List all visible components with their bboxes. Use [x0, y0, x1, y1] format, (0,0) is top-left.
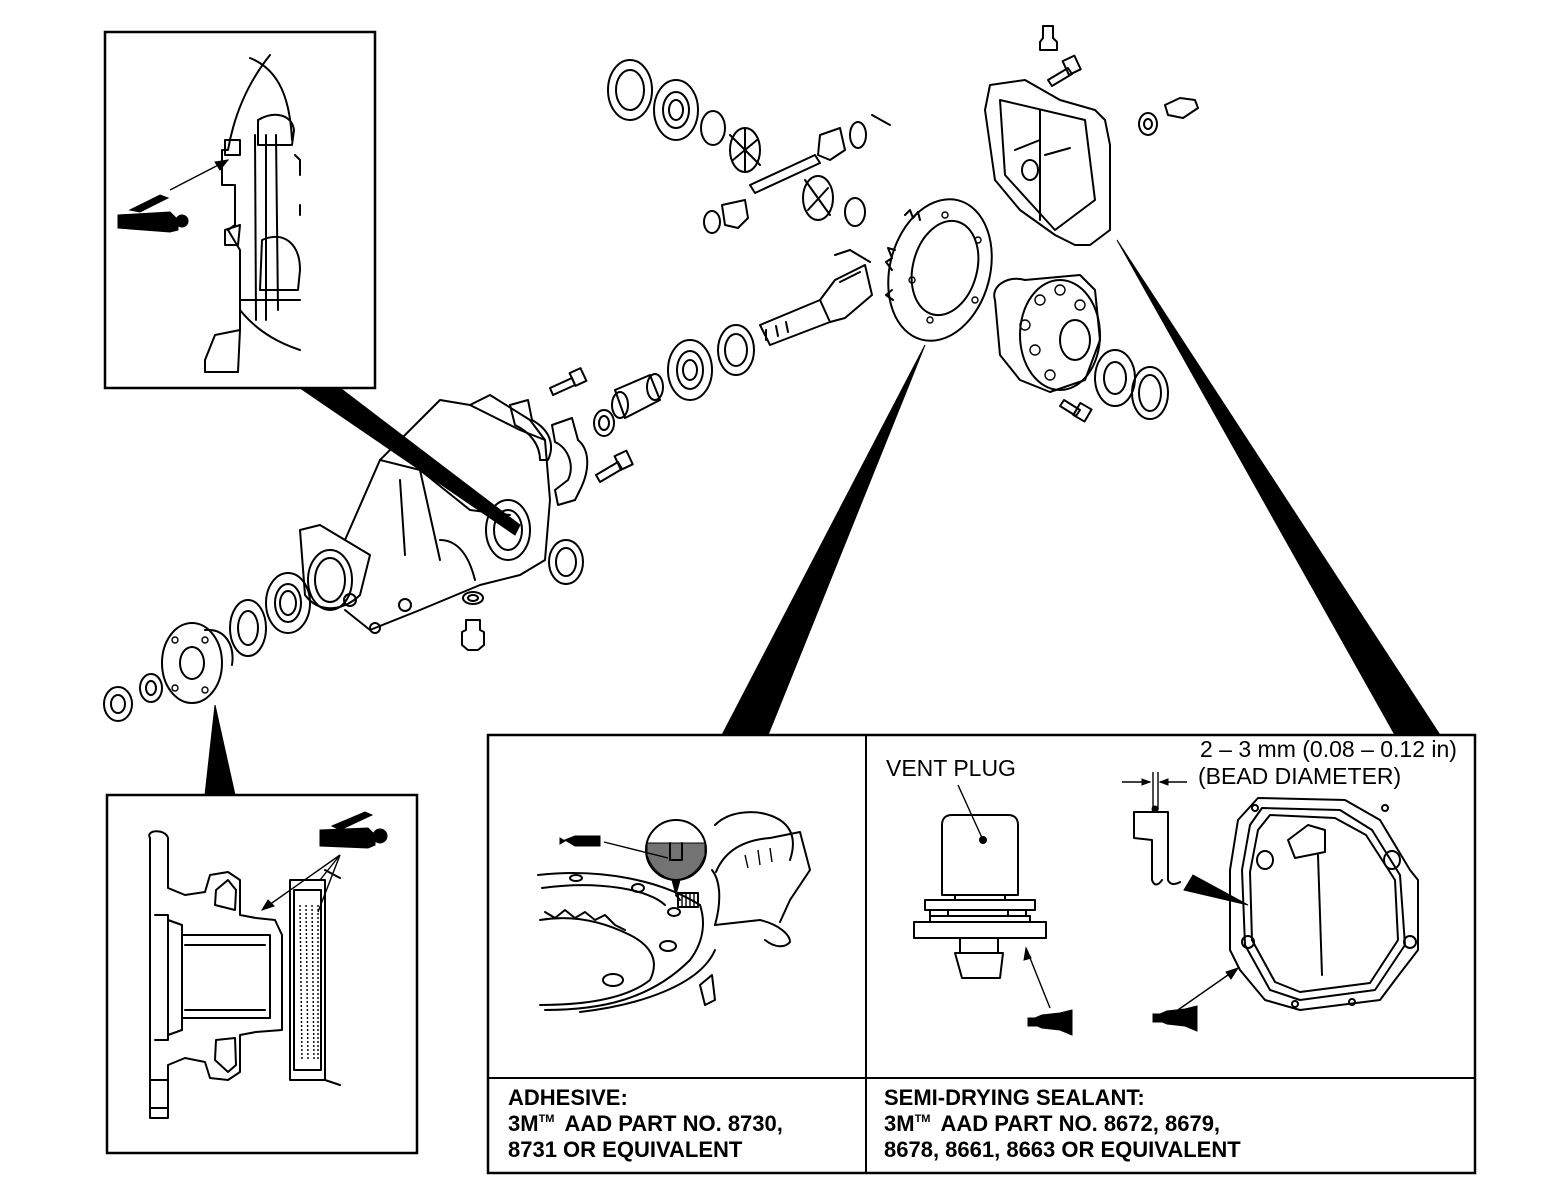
sealant-tube-icon: [1027, 1009, 1073, 1036]
differential-pinion-gear-b: [817, 127, 846, 161]
pinion-bearing-race: [717, 324, 755, 376]
bearing-cap-upper: [509, 399, 552, 461]
sealant-gun-icon: [117, 194, 189, 233]
ring-gear-bolt-adhesive-detail: [537, 811, 811, 1013]
bearing-cap-bolt-upper: [549, 367, 588, 396]
flange-washer: [139, 673, 163, 703]
inset-companion-flange: [105, 793, 419, 1155]
pinion-thrust-washer: [703, 210, 721, 234]
adhesive-line2: 8731 OR EQUIVALENT: [508, 1137, 743, 1162]
collapsible-spacer: [611, 373, 664, 419]
side-bearing-right: [1094, 349, 1136, 407]
inset-housing-seal: [103, 30, 377, 390]
companion-flange: [161, 622, 234, 704]
callout-wedge-right: [1116, 239, 1441, 736]
bearing-cap-bolt-lower: [595, 449, 634, 483]
side-gear-snap-ring: [849, 121, 867, 149]
drain-plug: [461, 591, 485, 651]
thrust-washer-right: [844, 197, 866, 227]
differential-side-gear: [729, 127, 761, 173]
side-oil-seal: [548, 539, 584, 585]
pinion-seal: [229, 599, 267, 657]
bead-diameter-label: (BEAD DIAMETER): [1198, 763, 1401, 789]
instruction-panel: VENT PLUG 2 – 3 mm (0.08 – 0.12 in) (BEA…: [486, 733, 1477, 1175]
vent-plug-detail: [913, 784, 1073, 1036]
pinion-shim: [593, 409, 615, 437]
ring-gear-bolt: [1059, 399, 1093, 423]
lock-pin: [871, 114, 891, 126]
fill-plug-washer: [1138, 112, 1158, 136]
pinion-bearing-front: [265, 572, 311, 634]
sealant-line2: 8678, 8661, 8663 OR EQUIVALENT: [884, 1137, 1241, 1162]
side-bearing-left: [653, 79, 699, 141]
sealant-bead-detail: [1122, 772, 1419, 1032]
pinion-bearing-rear: [667, 339, 713, 401]
flange-nut: [103, 686, 133, 722]
carrier-housing: [299, 394, 551, 634]
differential-pinion-gear-a: [721, 199, 749, 229]
vent-plug: [1039, 25, 1058, 51]
adhesive-tube-icon: [559, 835, 601, 847]
adhesive-title: ADHESIVE:: [508, 1085, 628, 1110]
side-gear-thrust-washer: [700, 110, 726, 146]
cover-bolt: [1047, 54, 1082, 87]
fill-plug: [1164, 97, 1199, 119]
drive-pinion: [759, 249, 873, 346]
pinion-shaft: [749, 154, 821, 194]
rear-cover: [984, 79, 1111, 246]
sealant-gun-icon: [319, 811, 388, 849]
callout-wedge-bottom-left: [204, 704, 236, 796]
differential-case: [993, 274, 1101, 393]
bearing-cap-lower: [551, 417, 589, 506]
exploded-view-main: [103, 25, 1199, 722]
sealant-title: SEMI-DRYING SEALANT:: [884, 1085, 1145, 1110]
vent-plug-label: VENT PLUG: [886, 755, 1016, 781]
sealant-tube-icon: [1152, 1005, 1198, 1032]
differential-side-gear-right: [802, 175, 834, 221]
ring-gear: [885, 198, 993, 342]
bead-size-label: 2 – 3 mm (0.08 – 0.12 in): [1200, 736, 1457, 762]
callout-wedge-center: [721, 344, 926, 736]
side-bearing-race-right: [1131, 366, 1169, 420]
differential-side-bearing-left: [607, 59, 653, 121]
